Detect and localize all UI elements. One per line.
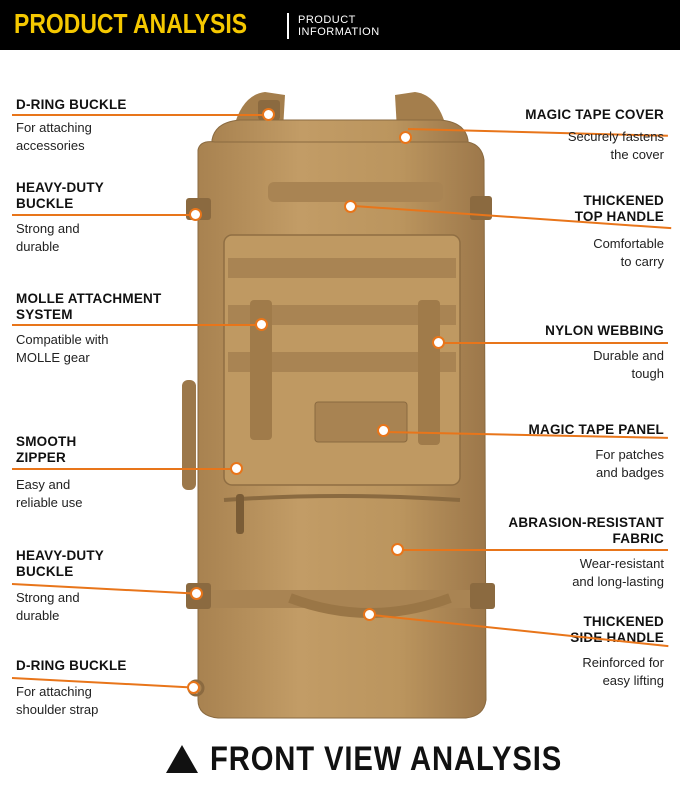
callout-desc: For patches and badges [595,447,664,480]
callout-desc: Strong and durable [16,590,80,623]
marker-dot [363,608,376,621]
footer-title: FRONT VIEW ANALYSIS [210,740,563,778]
callout-title: SMOOTH ZIPPER [16,434,77,465]
callout-desc: Compatible with MOLLE gear [16,332,109,365]
callout-title: NYLON WEBBING [545,323,664,338]
backpack-image [182,92,495,719]
marker-dot [187,681,200,694]
callout-title: D-RING BUCKLE [16,97,127,112]
header-title: PRODUCT ANALYSIS [14,8,248,39]
marker-dot [432,336,445,349]
callout-title: ABRASION-RESISTANT FABRIC [508,515,664,546]
callout-title: MOLLE ATTACHMENT SYSTEM [16,291,162,322]
callout-desc: Reinforced for easy lifting [582,655,664,688]
callout-desc: Securely fastens the cover [567,129,664,162]
callout-desc: Comfortable to carry [593,236,664,269]
marker-dot [255,318,268,331]
callout-title: MAGIC TAPE COVER [525,107,664,122]
marker-dot [344,200,357,213]
triangle-icon [166,745,198,773]
marker-dot [399,131,412,144]
marker-dot [391,543,404,556]
marker-dot [190,587,203,600]
marker-dot [189,208,202,221]
callout-desc: For attaching accessories [16,120,92,153]
marker-dot [377,424,390,437]
header-bar: PRODUCT ANALYSIS PRODUCT INFORMATION [0,0,680,50]
callout-title: THICKENED TOP HANDLE [574,193,664,224]
callout-desc: Wear-resistant and long-lasting [572,556,664,589]
callout-desc: Easy and reliable use [16,477,83,510]
callout-desc: Strong and durable [16,221,80,254]
marker-dot [230,462,243,475]
header-subtitle: PRODUCT INFORMATION [298,14,380,38]
callout-desc: For attaching shoulder strap [16,684,99,717]
callout-title: HEAVY-DUTY BUCKLE [16,180,105,211]
callout-title: D-RING BUCKLE [16,658,127,673]
callout-title: HEAVY-DUTY BUCKLE [16,548,105,579]
footer: FRONT VIEW ANALYSIS [0,735,680,790]
marker-dot [262,108,275,121]
callout-desc: Durable and tough [593,348,664,381]
header-divider [287,13,289,39]
